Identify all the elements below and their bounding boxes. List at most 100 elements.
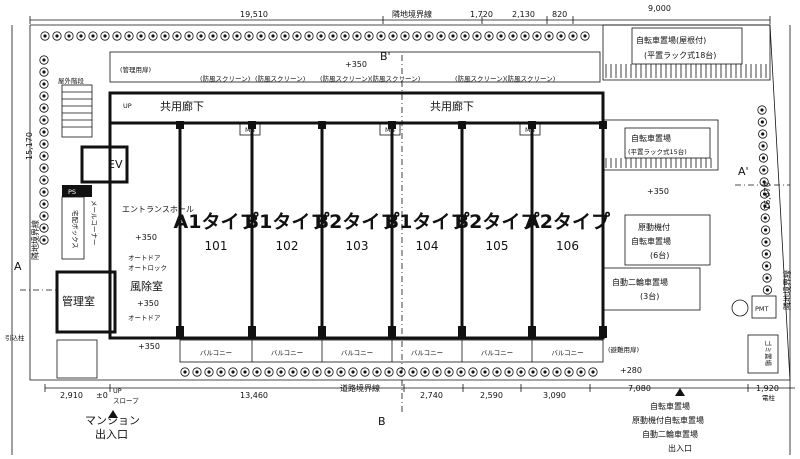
shrub	[496, 31, 506, 41]
hedge-left	[39, 55, 49, 245]
shrub	[39, 127, 49, 137]
up-label-1: UP	[123, 102, 132, 110]
shrub-center	[331, 34, 335, 38]
balcony-label: バルコニー	[411, 349, 443, 357]
shrub	[292, 31, 302, 41]
shrub-center	[387, 370, 391, 374]
shrub	[384, 367, 394, 377]
garbage-door-label: (管理用扉)	[120, 65, 151, 74]
dim-bottom-4: 2,590	[480, 391, 503, 400]
shrub	[180, 367, 190, 377]
shrub	[552, 367, 562, 377]
level-top-walk: +350	[345, 60, 367, 69]
bike-area	[602, 119, 719, 171]
shrub-center	[761, 132, 765, 136]
shrub-center	[543, 370, 547, 374]
shrub-center	[411, 370, 415, 374]
unit-number-label: 101	[205, 239, 228, 253]
shrub-center	[42, 226, 46, 230]
parking-entrance-arrow	[675, 388, 685, 396]
shrub-center	[483, 370, 487, 374]
shrub	[52, 31, 62, 41]
structural-column	[599, 326, 607, 338]
mansion-entrance-arrow	[108, 410, 118, 418]
shrub-center	[363, 370, 367, 374]
shrub	[280, 31, 290, 41]
bike-roof-label-box	[631, 27, 743, 65]
unit-type-label: B2タイプ	[315, 210, 401, 233]
balcony-label: バルコニー	[200, 349, 232, 357]
shrub	[252, 367, 262, 377]
mansion-entrance-1: マンション	[85, 414, 140, 427]
dim-top-3: 2,130	[512, 10, 535, 19]
shrub	[408, 367, 418, 377]
shrub	[39, 223, 49, 233]
screen-5: (防風スクリーン)	[455, 74, 505, 83]
unit-number-label: 102	[276, 239, 299, 253]
dim-bottom-6: 7,080	[628, 384, 651, 393]
shrub-center	[379, 34, 383, 38]
shrub	[480, 367, 490, 377]
unit-labels: A1タイプ101B1タイプ102B2タイプ103B1タイプ104B2タイプ105…	[174, 210, 611, 253]
parking-entrance-3: 自動二輪車置場	[642, 429, 698, 439]
screen-6: (防風スクリーン)	[505, 74, 555, 83]
shrub	[759, 165, 769, 175]
bike-1: 自転車置場	[631, 133, 671, 143]
shrub-center	[42, 106, 46, 110]
balcony-label: バルコニー	[481, 349, 513, 357]
shrub	[348, 367, 358, 377]
shrub	[124, 31, 134, 41]
boundary-bottom: 道路境界線	[340, 383, 380, 393]
top-walkway	[109, 51, 601, 83]
unit-type-label: B1タイプ	[385, 210, 471, 233]
shrub-center	[439, 34, 443, 38]
hikikomi-label: 引込柱	[5, 333, 25, 342]
screen-4: (防風スクリーン)	[370, 74, 420, 83]
shrub-center	[764, 228, 768, 232]
dim-right: 16,670	[763, 182, 772, 210]
elevator-shaft	[80, 145, 129, 184]
shrub-center	[591, 370, 595, 374]
shrub-center	[115, 34, 119, 38]
shrub-center	[523, 34, 527, 38]
shrub	[564, 367, 574, 377]
shrub	[759, 189, 770, 199]
structural-column	[458, 121, 466, 129]
structural-column	[318, 121, 326, 129]
shrub	[324, 367, 334, 377]
hedge-top	[40, 31, 590, 41]
shrub	[39, 211, 49, 221]
shrub-center	[559, 34, 563, 38]
shrub-center	[339, 370, 343, 374]
shrub	[76, 31, 86, 41]
shrub	[192, 367, 202, 377]
shrub-center	[291, 370, 295, 374]
shrub-center	[223, 34, 227, 38]
section-a-prime: A'	[738, 165, 749, 178]
shrub	[460, 31, 470, 41]
shrub-center	[547, 34, 551, 38]
shrub-center	[435, 370, 439, 374]
balcony-label: バルコニー	[271, 349, 303, 357]
shrub	[532, 31, 542, 41]
shrub-center	[307, 34, 311, 38]
shrub-center	[42, 238, 46, 242]
shrub-center	[283, 34, 287, 38]
shrub-center	[531, 370, 535, 374]
dim-bottom-5: 3,090	[543, 391, 566, 400]
shrub-center	[315, 370, 319, 374]
shrub	[757, 105, 767, 115]
shrub-center	[42, 70, 46, 74]
shrub	[472, 31, 482, 41]
parking-entrance-2: 原動機付自転車置場	[632, 415, 704, 425]
dim-bottom-7: 1,920	[756, 384, 779, 393]
meter-box	[379, 122, 401, 136]
shrub-center	[761, 156, 766, 160]
motor-1: 自動二輪車置場	[612, 277, 668, 287]
outdoor-stairs	[61, 84, 93, 138]
unit-number-label: 106	[556, 239, 579, 253]
shrub	[39, 115, 49, 125]
shrub	[516, 367, 526, 377]
shrub	[336, 367, 346, 377]
